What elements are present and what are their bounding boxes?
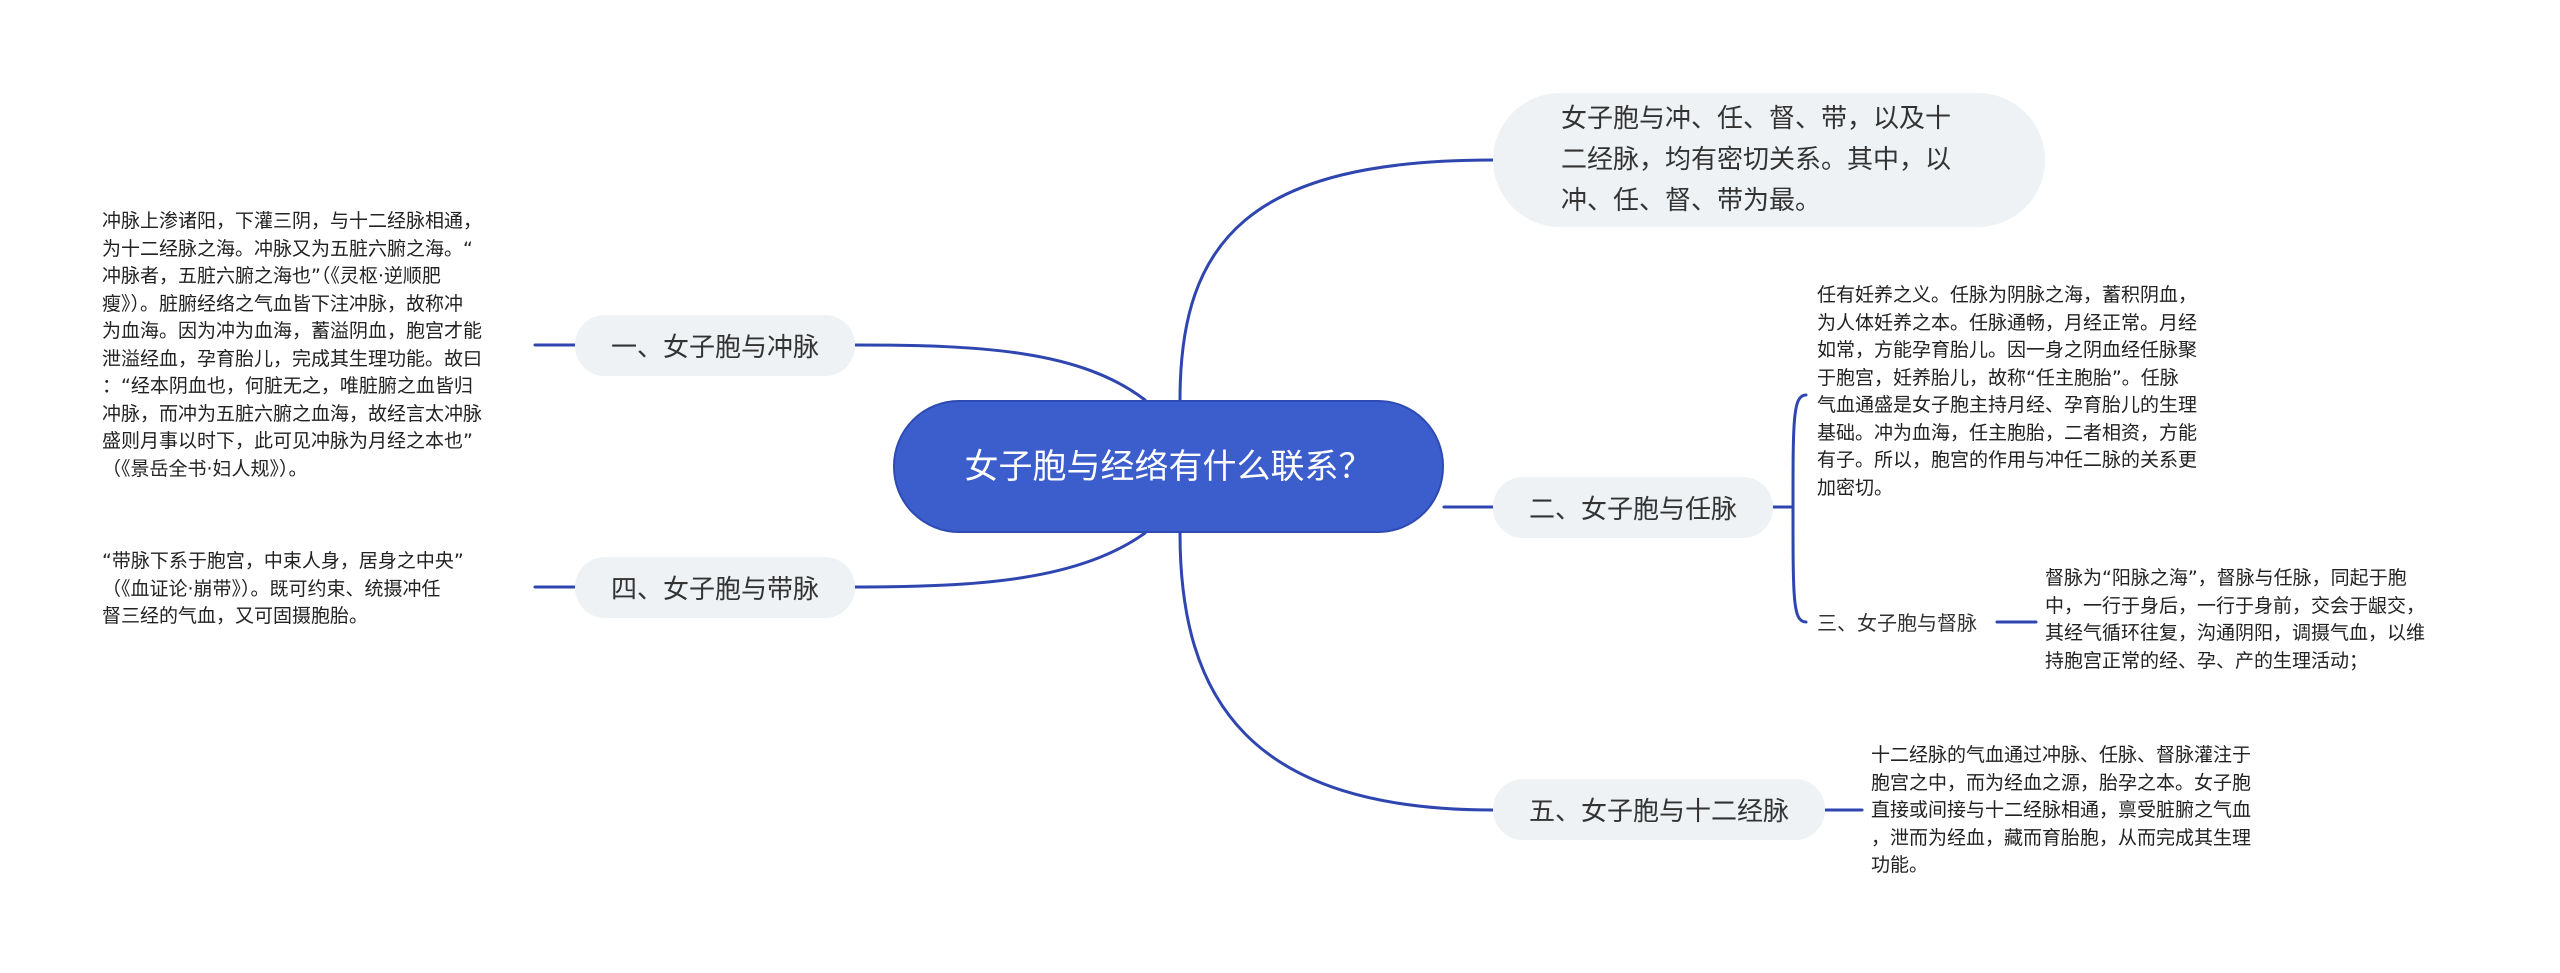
link-ren-bracket-up: [1791, 393, 1808, 509]
leaf-twelve-text: 十二经脉的气血通过冲脉、任脉、督脉灌注于 胞宫之中，而为经血之源，胎孕之本。女子…: [1871, 744, 2252, 876]
branch-overview-line-2: 二经脉，均有密切关系。其中，以: [1561, 144, 1952, 175]
branch-chong-node[interactable]: 一、女子胞与冲脉: [575, 315, 855, 376]
link-ren-bracket-down: [1791, 505, 1808, 624]
leaf-du-text: 督脉为“阳脉之海”，督脉与任脉，同起于胞 中，一行于身后，一行于身前，交会于龈交…: [2045, 567, 2426, 672]
leaf-dai-text: “带脉下系于胞宫，中束人身，居身之中央” （《血证论·崩带》）。既可约束、统摄冲…: [102, 550, 464, 627]
branch-overview-line-3: 冲、任、督、带为最。: [1561, 185, 1822, 216]
branch-twelve-node[interactable]: 五、女子胞与十二经脉: [1493, 779, 1825, 840]
link-root-to-branch-dai: [853, 531, 1147, 589]
branch-dai-node[interactable]: 四、女子胞与带脉: [575, 557, 855, 618]
branch-overview-line-1: 女子胞与冲、任、督、带，以及十: [1561, 103, 1952, 134]
branch-chong-label: 一、女子胞与冲脉: [610, 333, 819, 363]
branch-du-node[interactable]: 三、女子胞与督脉: [1817, 607, 1977, 636]
root-label: 女子胞与经络有什么联系？: [964, 446, 1373, 487]
link-root-to-branch-chong: [853, 343, 1147, 402]
link-root-to-branch-5: [1178, 531, 1495, 812]
branch-overview-node[interactable]: 女子胞与冲、任、督、带，以及十 二经脉，均有密切关系。其中，以 冲、任、督、带为…: [1493, 93, 2045, 227]
branch-dai-label: 四、女子胞与带脉: [610, 575, 819, 605]
branch-overview-label: 女子胞与冲、任、督、带，以及十 二经脉，均有密切关系。其中，以 冲、任、督、带为…: [1561, 99, 1951, 222]
branch-ren-node[interactable]: 二、女子胞与任脉: [1493, 477, 1773, 538]
link-root-to-branch-1: [1178, 158, 1495, 402]
branch-ren-label: 二、女子胞与任脉: [1528, 495, 1737, 525]
branch-twelve-label: 五、女子胞与十二经脉: [1528, 797, 1789, 827]
leaf-ren-text: 任有妊养之义。任脉为阴脉之海，蓄积阴血， 为人体妊养之本。任脉通畅，月经正常。月…: [1817, 284, 2198, 499]
leaf-chong-text: 冲脉上渗诸阳，下灌三阴，与十二经脉相通， 为十二经脉之海。冲脉又为五脏六腑之海。…: [102, 210, 483, 480]
branch-du-label: 三、女子胞与督脉: [1817, 611, 1977, 635]
root-node[interactable]: 女子胞与经络有什么联系？: [893, 400, 1444, 533]
